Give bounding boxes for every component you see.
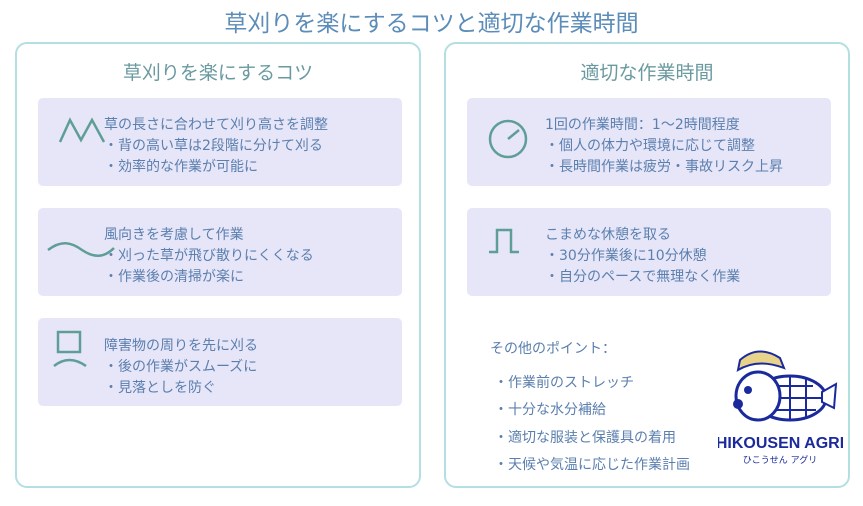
tip-bullet: ・刈った草が飛び散りにくくなる xyxy=(104,248,314,264)
pulse-break-icon xyxy=(489,228,519,254)
tip-heading: 草の長さに合わせて刈り高さを調整 xyxy=(104,117,328,133)
tip-card: 障害物の周りを先に刈る・後の作業がスムーズに・見落としを防ぐ xyxy=(38,318,402,406)
other-point: ・天候や気温に応じた作業計画 xyxy=(494,457,690,473)
logo-kana: ひこうせん アグリ xyxy=(743,454,817,466)
time-panel: 適切な作業時間 1回の作業時間：1〜2時間程度・個人の体力や環境に応じて調整・長… xyxy=(444,42,850,488)
tip-card: 風向きを考慮して作業・刈った草が飛び散りにくくなる・作業後の清掃が楽に xyxy=(38,208,402,296)
tip-bullet: ・見落としを防ぐ xyxy=(104,380,216,396)
logo-name: HIKOUSEN AGRI xyxy=(718,435,843,452)
other-point: ・適切な服装と保護具の着用 xyxy=(494,430,676,446)
time-card: 1回の作業時間：1〜2時間程度・個人の体力や環境に応じて調整・長時間作業は疲労・… xyxy=(467,98,831,186)
time-card: こまめな休憩を取る・30分作業後に10分休憩・自分のペースで無理なく作業 xyxy=(467,208,831,296)
tips-panel: 草刈りを楽にするコツ 草の長さに合わせて刈り高さを調整・背の高い草は2段階に分け… xyxy=(15,42,421,488)
time-bullet: ・個人の体力や環境に応じて調整 xyxy=(545,138,755,154)
page-title: 草刈りを楽にするコツと適切な作業時間 xyxy=(224,11,639,37)
tip-bullet: ・後の作業がスムーズに xyxy=(104,359,258,375)
time-heading: こまめな休憩を取る xyxy=(545,227,671,243)
clock-icon xyxy=(488,119,528,159)
obstacle-icon xyxy=(53,330,87,368)
tip-bullet: ・背の高い草は2段階に分けて刈る xyxy=(104,138,323,154)
tips-panel-title: 草刈りを楽にするコツ xyxy=(122,62,314,84)
time-bullet: ・長時間作業は疲労・事故リスク上昇 xyxy=(545,159,783,175)
tip-heading: 風向きを考慮して作業 xyxy=(104,227,244,243)
time-bullet: ・自分のペースで無理なく作業 xyxy=(545,269,741,285)
other-points-title: その他のポイント： xyxy=(490,341,616,357)
hikousen-agri-logo: HIKOUSEN AGRI ひこうせん アグリ xyxy=(718,350,843,466)
wave-wind-icon xyxy=(47,242,115,257)
tip-card: 草の長さに合わせて刈り高さを調整・背の高い草は2段階に分けて刈る・効率的な作業が… xyxy=(38,98,402,186)
tip-bullet: ・効率的な作業が可能に xyxy=(104,159,258,175)
time-panel-title: 適切な作業時間 xyxy=(580,62,714,84)
tip-bullet: ・作業後の清掃が楽に xyxy=(104,269,244,285)
time-bullet: ・30分作業後に10分休憩 xyxy=(545,248,707,264)
other-point: ・十分な水分補給 xyxy=(494,402,606,418)
time-heading: 1回の作業時間：1〜2時間程度 xyxy=(545,117,740,133)
other-point: ・作業前のストレッチ xyxy=(494,375,634,391)
tip-heading: 障害物の周りを先に刈る xyxy=(104,338,258,354)
zigzag-grass-icon xyxy=(58,117,106,143)
